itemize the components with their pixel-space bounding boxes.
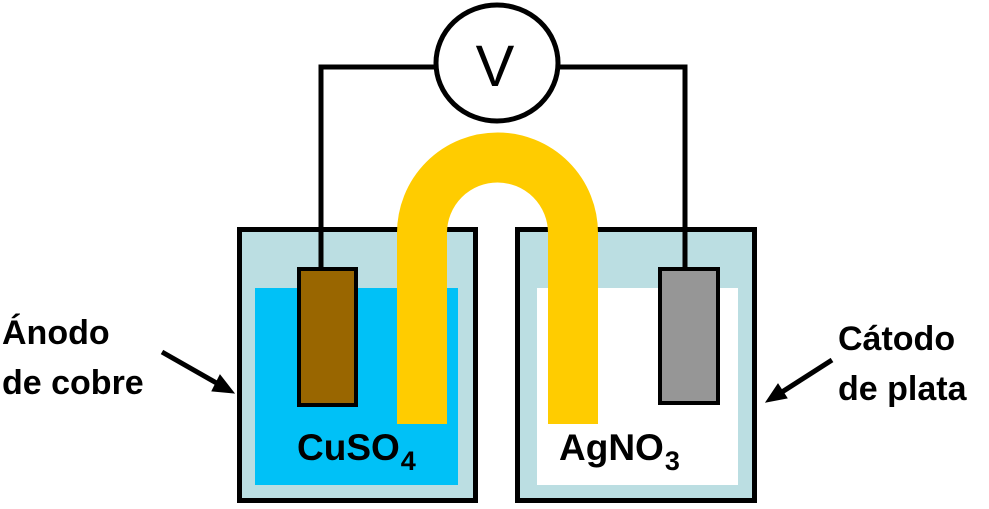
anode-arrow-shaft <box>160 349 222 388</box>
copper-sulfate-formula-subscript: 4 <box>400 446 416 476</box>
cathode-arrow <box>764 357 834 403</box>
left-wire <box>318 64 438 269</box>
right-wire <box>556 64 688 269</box>
copper-sulfate-formula: CuSO4 <box>297 427 416 476</box>
copper-sulfate-formula-main: CuSO <box>297 427 400 468</box>
voltmeter-circle <box>433 2 561 124</box>
salt-bridge <box>397 132 598 424</box>
cathode-label-line2: de plata <box>838 370 967 408</box>
anode-arrow-head <box>211 374 236 394</box>
copper-electrode <box>297 267 358 407</box>
silver-nitrate-formula-subscript: 3 <box>664 446 680 476</box>
anode-label: Ánodo de cobre <box>2 308 144 408</box>
cathode-label: Cátodo de plata <box>838 314 966 414</box>
cathode-arrow-shaft <box>780 357 834 395</box>
silver-nitrate-formula: AgNO3 <box>559 427 680 476</box>
silver-nitrate-formula-main: AgNO <box>559 427 664 468</box>
cathode-label-line1: Cátodo <box>838 320 956 358</box>
anode-label-line2: de cobre <box>2 364 144 402</box>
cathode-arrow-head <box>764 383 788 403</box>
silver-electrode <box>658 267 720 405</box>
anode-arrow <box>160 349 236 394</box>
voltmeter-label: V <box>476 34 515 99</box>
anode-label-line1: Ánodo <box>2 314 110 352</box>
